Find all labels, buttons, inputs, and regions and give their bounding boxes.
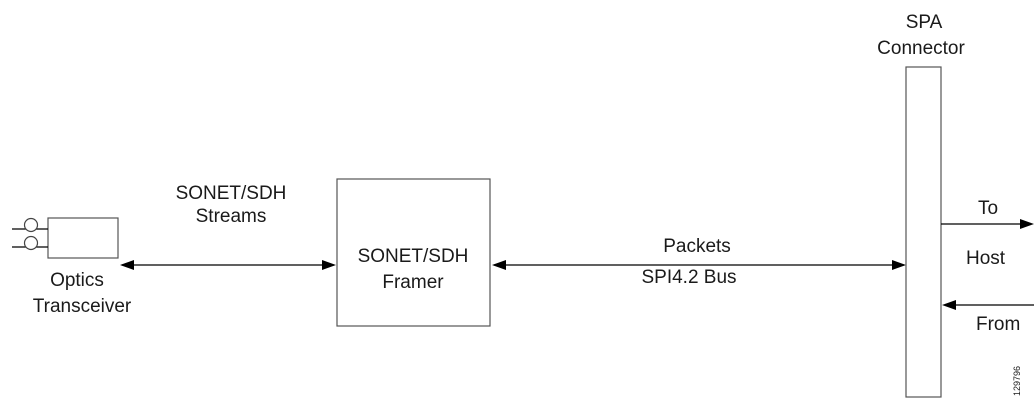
- connector-label-line1: SPA: [906, 12, 943, 33]
- sonet-streams-arrowhead-right: [322, 260, 336, 270]
- to-host-arrowhead: [1020, 219, 1034, 229]
- host-label: Host: [966, 248, 1006, 269]
- sonet-streams-label-line1: SONET/SDH: [176, 183, 287, 204]
- spi-bus-arrowhead-left: [492, 260, 506, 270]
- optics-transceiver-box: [47, 217, 119, 259]
- host-links: To Host From: [941, 198, 1034, 335]
- to-label: To: [978, 198, 998, 219]
- optics-label-line1: Optics: [50, 270, 104, 291]
- spi-bus-link: Packets SPI4.2 Bus: [492, 236, 906, 288]
- from-host-arrowhead: [942, 300, 956, 310]
- spi-bus-bottom-label: SPI4.2 Bus: [641, 267, 736, 288]
- figure-id: 129796: [1012, 366, 1022, 396]
- optics-port-top-icon: [23, 217, 39, 233]
- spa-connector: SPA Connector: [877, 12, 965, 398]
- spi-bus-top-label: Packets: [663, 236, 731, 257]
- from-label: From: [976, 314, 1020, 335]
- sonet-sdh-framer: SONET/SDH Framer: [336, 178, 491, 327]
- framer-label-line2: Framer: [382, 272, 444, 293]
- connector-label-line2: Connector: [877, 38, 965, 59]
- optics-transceiver: Optics Transceiver: [12, 217, 132, 317]
- optics-label-line2: Transceiver: [33, 296, 132, 317]
- framer-label-line1: SONET/SDH: [358, 246, 469, 267]
- sonet-streams-link: SONET/SDH Streams: [120, 183, 336, 270]
- sonet-streams-arrowhead-left: [120, 260, 134, 270]
- spi-bus-arrowhead-right: [892, 260, 906, 270]
- optics-port-bottom-icon: [23, 235, 39, 251]
- spa-connector-box: [905, 66, 942, 398]
- framer-box: [336, 178, 491, 327]
- sonet-streams-label-line2: Streams: [196, 206, 267, 227]
